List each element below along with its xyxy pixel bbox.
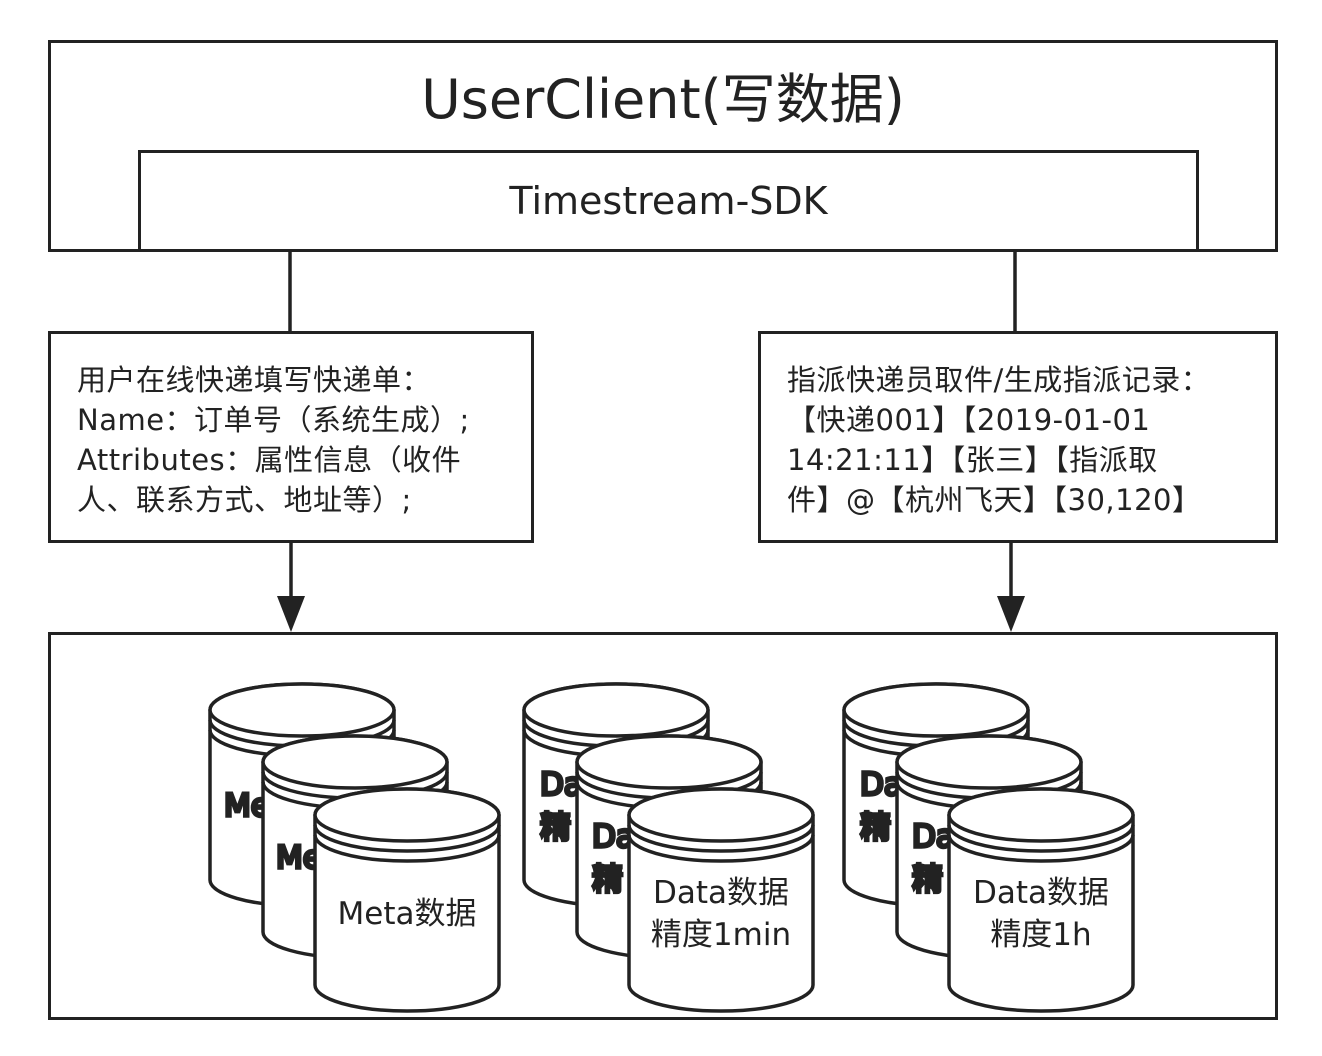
dispatch-record-note: 指派快递员取件/生成指派记录： 【快递001】【2019-01-01 14:21… — [758, 331, 1278, 543]
timestream-sdk-box: Timestream-SDK — [138, 150, 1199, 252]
timestream-sdk-label: Timestream-SDK — [509, 179, 828, 223]
user-order-note: 用户在线快递填写快递单： Name：订单号（系统生成）; Attributes：… — [48, 331, 534, 543]
storage-container — [48, 632, 1278, 1020]
note-line: 用户在线快递填写快递单： — [77, 363, 432, 397]
note-line: 【快递001】【2019-01-01 — [787, 403, 1151, 437]
note-line: 件】@【杭州飞天】【30,120】 — [787, 483, 1202, 517]
arrowhead-right — [997, 596, 1025, 632]
note-line: Attributes：属性信息（收件 — [77, 443, 462, 477]
note-line: 14:21:11】【张三】【指派取 — [787, 443, 1158, 477]
note-line: Name：订单号（系统生成）; — [77, 403, 470, 437]
note-line: 指派快递员取件/生成指派记录： — [787, 363, 1211, 397]
user-client-title: UserClient(写数据) — [421, 68, 905, 131]
arrowhead-left — [277, 596, 305, 632]
note-line: 人、联系方式、地址等）; — [77, 483, 412, 517]
